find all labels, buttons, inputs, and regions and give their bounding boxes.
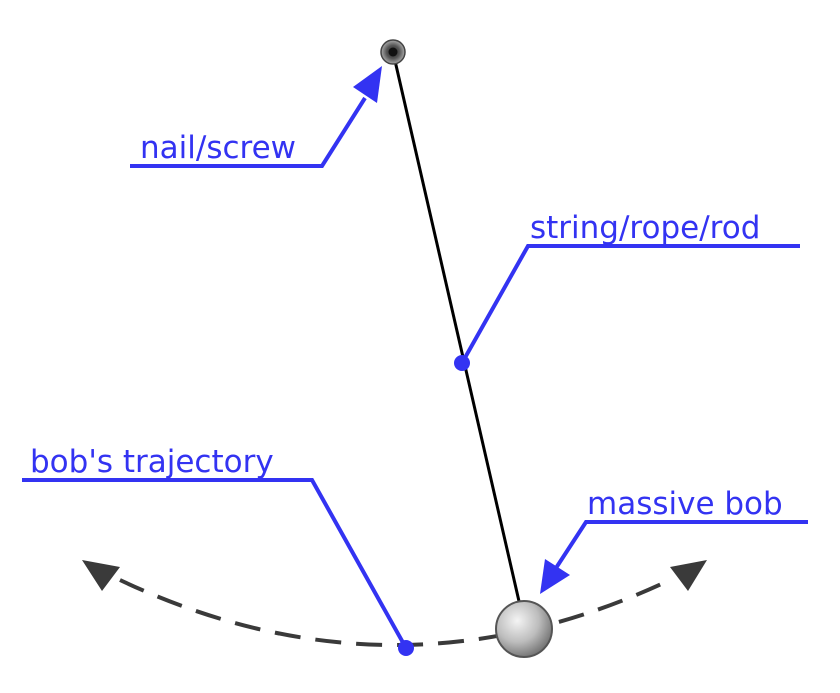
string-leader-line xyxy=(460,244,800,364)
bob-trajectory-arc xyxy=(119,578,671,647)
nail-leader-line xyxy=(130,96,367,168)
bob-leader-line xyxy=(554,520,808,570)
trajectory-leader-line xyxy=(22,478,408,649)
pendulum-string xyxy=(391,51,523,611)
trajectory-leader-dot xyxy=(398,640,414,656)
trajectory-arrow-left xyxy=(82,560,120,591)
string-leader-dot xyxy=(454,355,470,371)
bob-label-group: massive bob xyxy=(540,486,808,594)
string-label: string/rope/rod xyxy=(530,210,760,246)
trajectory-label-group: bob's trajectory xyxy=(22,444,414,656)
string-label-group: string/rope/rod xyxy=(454,210,800,371)
pendulum-bob-icon xyxy=(495,600,553,658)
trajectory-label: bob's trajectory xyxy=(30,444,274,480)
bob-leader-arrow xyxy=(540,559,570,594)
nail-label-group: nail/screw xyxy=(130,66,382,168)
trajectory-arrow-right xyxy=(670,560,707,591)
nail-label: nail/screw xyxy=(140,130,296,166)
nail-leader-arrow xyxy=(353,66,382,103)
bob-label: massive bob xyxy=(587,486,783,522)
pivot-nail-icon xyxy=(380,39,406,65)
